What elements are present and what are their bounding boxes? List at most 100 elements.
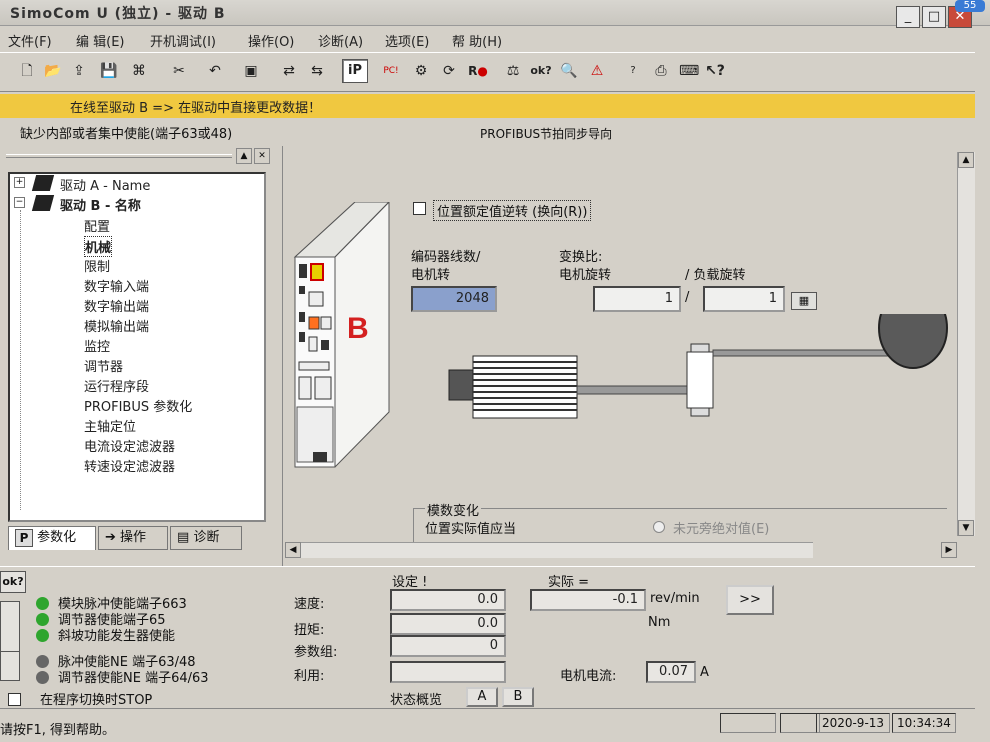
tree-item-limits[interactable]: 限制 [84, 260, 111, 275]
minimize-button[interactable]: _ [896, 6, 920, 28]
scroll-left-icon[interactable]: ◀ [285, 542, 301, 558]
pc-icon[interactable]: PC! [383, 66, 399, 76]
stop-checkbox[interactable] [8, 693, 21, 706]
parameter-mode-icon[interactable]: iP [342, 59, 368, 83]
reset-icon[interactable]: ⟳ [443, 63, 455, 79]
tree-item-speed-filter[interactable]: 转速设定滤波器 [84, 460, 176, 475]
menu-help[interactable]: 帮 助(H) [452, 35, 503, 50]
vertical-scrollbar[interactable] [957, 152, 975, 536]
stop-label[interactable]: 在程序切换时STOP [40, 693, 153, 708]
print-icon[interactable]: ⎙ [655, 63, 667, 79]
record-icon[interactable]: R● [468, 64, 488, 78]
save-icon[interactable]: 💾 [100, 63, 118, 79]
question-icon[interactable]: ? [630, 65, 636, 76]
menu-operate[interactable]: 操作(O) [248, 35, 295, 50]
arrow-right-icon: ➔ [105, 530, 116, 545]
parameter-icon: P [15, 528, 33, 547]
menu-file[interactable]: 文件(F) [8, 35, 52, 50]
tab-diagnose[interactable]: ▤ 诊断 [170, 526, 242, 550]
absolute-option-label[interactable]: 未元旁绝对值(E) [673, 522, 770, 537]
tree-item-spindle-pos[interactable]: 主轴定位 [84, 420, 137, 435]
status-b-button[interactable]: B [502, 687, 534, 707]
cut-icon[interactable]: ✂ [173, 63, 185, 79]
drive-icon [31, 175, 55, 191]
more-button[interactable]: >> [726, 585, 774, 615]
horizontal-scrollbar[interactable] [285, 542, 813, 558]
device-icon[interactable]: ⌘ [132, 63, 146, 79]
open-icon[interactable]: 📂 [44, 63, 62, 79]
status-date: 2020-9-13 [816, 713, 890, 733]
online-status-text: 在线至驱动 B => 在驱动中直接更改数据！ [70, 101, 322, 116]
panel-minimize-button[interactable]: ▲ [236, 148, 252, 164]
absolute-radio[interactable] [653, 521, 665, 533]
undo-icon[interactable]: ↶ [209, 63, 221, 79]
status-a-button[interactable]: A [466, 687, 498, 707]
reverse-checkbox[interactable] [413, 202, 426, 215]
drive-config-icon[interactable]: ⚙ [414, 63, 428, 79]
motor-revs-input[interactable]: 1 [593, 286, 681, 312]
hint-bar: 缺少内部或者集中使能(端子63或48) PROFIBUS节拍同步导向 [0, 120, 975, 144]
paramset-value: 0 [390, 635, 506, 657]
context-help-icon[interactable]: ↖? [705, 63, 725, 79]
encoder-lines-input[interactable]: 2048 [411, 286, 497, 312]
keyboard-icon[interactable]: ⌨ [679, 63, 700, 79]
warning-icon[interactable]: ⚠ [590, 63, 604, 79]
monitor-icon[interactable]: ▣ [244, 63, 258, 79]
led-icon [36, 671, 49, 684]
motor-revs-label: 电机旋转 [559, 268, 612, 283]
expand-icon[interactable]: + [14, 177, 25, 188]
disconnect-icon[interactable]: ⇆ [311, 63, 323, 79]
panel-close-button[interactable]: ✕ [254, 148, 270, 164]
menu-diagnose[interactable]: 诊断(A) [318, 35, 364, 50]
connect-icon[interactable]: ⇄ [283, 63, 295, 79]
scroll-down-icon[interactable]: ▼ [958, 520, 974, 536]
maximize-button[interactable]: □ [922, 6, 946, 28]
tree-item-program-blocks[interactable]: 运行程序段 [84, 380, 150, 395]
torque-label: 扭矩: [294, 623, 325, 638]
ok-check-button[interactable]: ok? [0, 571, 26, 593]
tree-drive-a[interactable]: 驱动 A - Name [60, 179, 151, 194]
collapse-icon[interactable]: − [14, 197, 25, 208]
tab-operate[interactable]: ➔ 操作 [98, 526, 168, 550]
scroll-right-icon[interactable]: ▶ [941, 542, 957, 558]
mechanics-panel: B 位置额定值逆转 (换向(R)) 编码器线数/ 电机转 2048 变换比: 电… [282, 146, 975, 566]
tab-operate-label: 操作 [120, 530, 147, 545]
search-icon[interactable]: 🔍 [560, 63, 578, 79]
tab-parameters[interactable]: P 参数化 [8, 526, 96, 550]
tree-item-monitor[interactable]: 监控 [84, 340, 111, 355]
tree-line [20, 210, 21, 510]
tree-item-analog-out[interactable]: 模拟输出端 [84, 320, 150, 335]
load-revs-input[interactable]: 1 [703, 286, 785, 312]
speed-actual: -0.1 [530, 589, 646, 611]
motor-current-value: 0.07 [646, 661, 696, 683]
tree-item-controller[interactable]: 调节器 [84, 360, 124, 375]
window-title: SimoCom U (独立) - 驱动 B [10, 6, 226, 22]
compare-icon[interactable]: ⚖ [506, 63, 520, 79]
ok-check-icon[interactable]: ok? [530, 64, 552, 77]
led-label: 斜坡功能发生器使能 [58, 629, 176, 644]
speed-setpoint: 0.0 [390, 589, 506, 611]
led-group-1-icon [0, 601, 20, 653]
menu-options[interactable]: 选项(E) [385, 35, 430, 50]
reverse-label[interactable]: 位置额定值逆转 (换向(R)) [433, 200, 592, 221]
setpoint-header: 设定 ! [392, 575, 428, 590]
notification-badge: 55 [955, 0, 985, 12]
torque-setpoint: 0.0 [390, 613, 506, 635]
tree-item-current-filter[interactable]: 电流设定滤波器 [84, 440, 176, 455]
led-group-2-icon [0, 651, 20, 681]
tree-item-config[interactable]: 配置 [84, 220, 111, 235]
tree-item-digital-out[interactable]: 数字输出端 [84, 300, 150, 315]
tree-item-profibus[interactable]: PROFIBUS 参数化 [84, 400, 193, 415]
scroll-up-icon[interactable]: ▲ [958, 152, 974, 168]
tree-drive-b[interactable]: 驱动 B - 名称 [60, 199, 141, 214]
speed-label: 速度: [294, 597, 325, 612]
menu-commission[interactable]: 开机调试(I) [150, 35, 216, 50]
tree-item-mechanics[interactable]: 机械 [84, 236, 113, 257]
tree-item-digital-in[interactable]: 数字输入端 [84, 280, 150, 295]
upload-icon[interactable]: ⇪ [73, 63, 85, 79]
menu-edit[interactable]: 编 辑(E) [76, 35, 125, 50]
drive-tree: + 驱动 A - Name − 驱动 B - 名称 配置 机械 限制 数字输入端… [8, 172, 266, 522]
menu-bar: 文件(F) 编 辑(E) 开机调试(I) 操作(O) 诊断(A) 选项(E) 帮… [0, 28, 990, 50]
new-icon[interactable]: 🗋 [21, 63, 33, 79]
calculator-icon[interactable]: ▦ [791, 292, 817, 310]
